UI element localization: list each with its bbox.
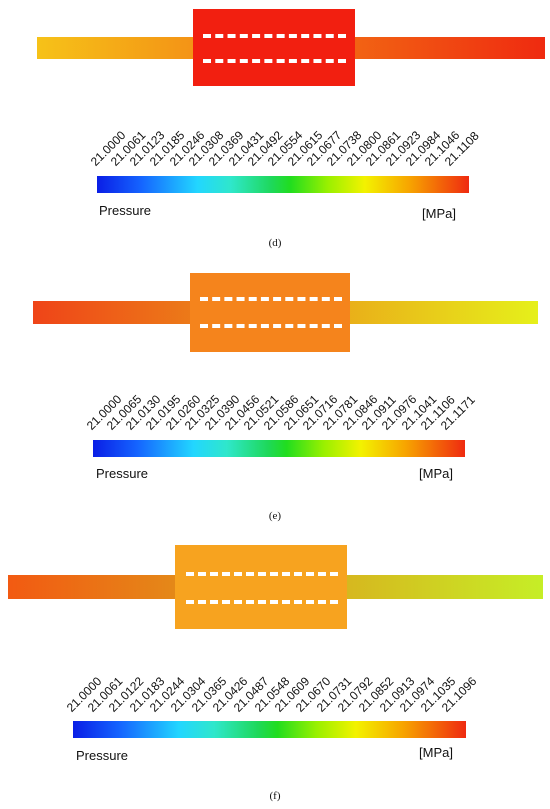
caption-d: (d)	[268, 237, 282, 249]
legend-title-e: Pressure	[96, 466, 149, 481]
slot-row-e-bottom	[200, 324, 342, 328]
slot-row-f-bottom	[186, 600, 338, 604]
unit-label-d: [MPa]	[422, 206, 456, 221]
pressure-model-d	[0, 0, 550, 130]
unit-label-f: [MPa]	[419, 745, 453, 760]
slot-row-e-top	[200, 297, 342, 301]
slot-row-d-bottom	[203, 59, 346, 63]
slot-row-d-top	[203, 34, 346, 38]
colorbar-f	[73, 721, 466, 738]
slot-row-f-top	[186, 572, 338, 576]
chamber-d	[193, 9, 355, 86]
legend-title-f: Pressure	[76, 748, 129, 763]
colorbar-d	[97, 176, 469, 193]
colorbar-e	[93, 440, 465, 457]
chamber-e	[190, 273, 350, 352]
unit-label-e: [MPa]	[419, 466, 453, 481]
pressure-model-f	[0, 534, 550, 664]
caption-f: (f)	[269, 790, 281, 802]
pressure-model-e	[0, 262, 550, 392]
legend-title-d: Pressure	[99, 203, 152, 218]
chamber-f	[175, 545, 347, 629]
caption-e: (e)	[268, 510, 282, 522]
